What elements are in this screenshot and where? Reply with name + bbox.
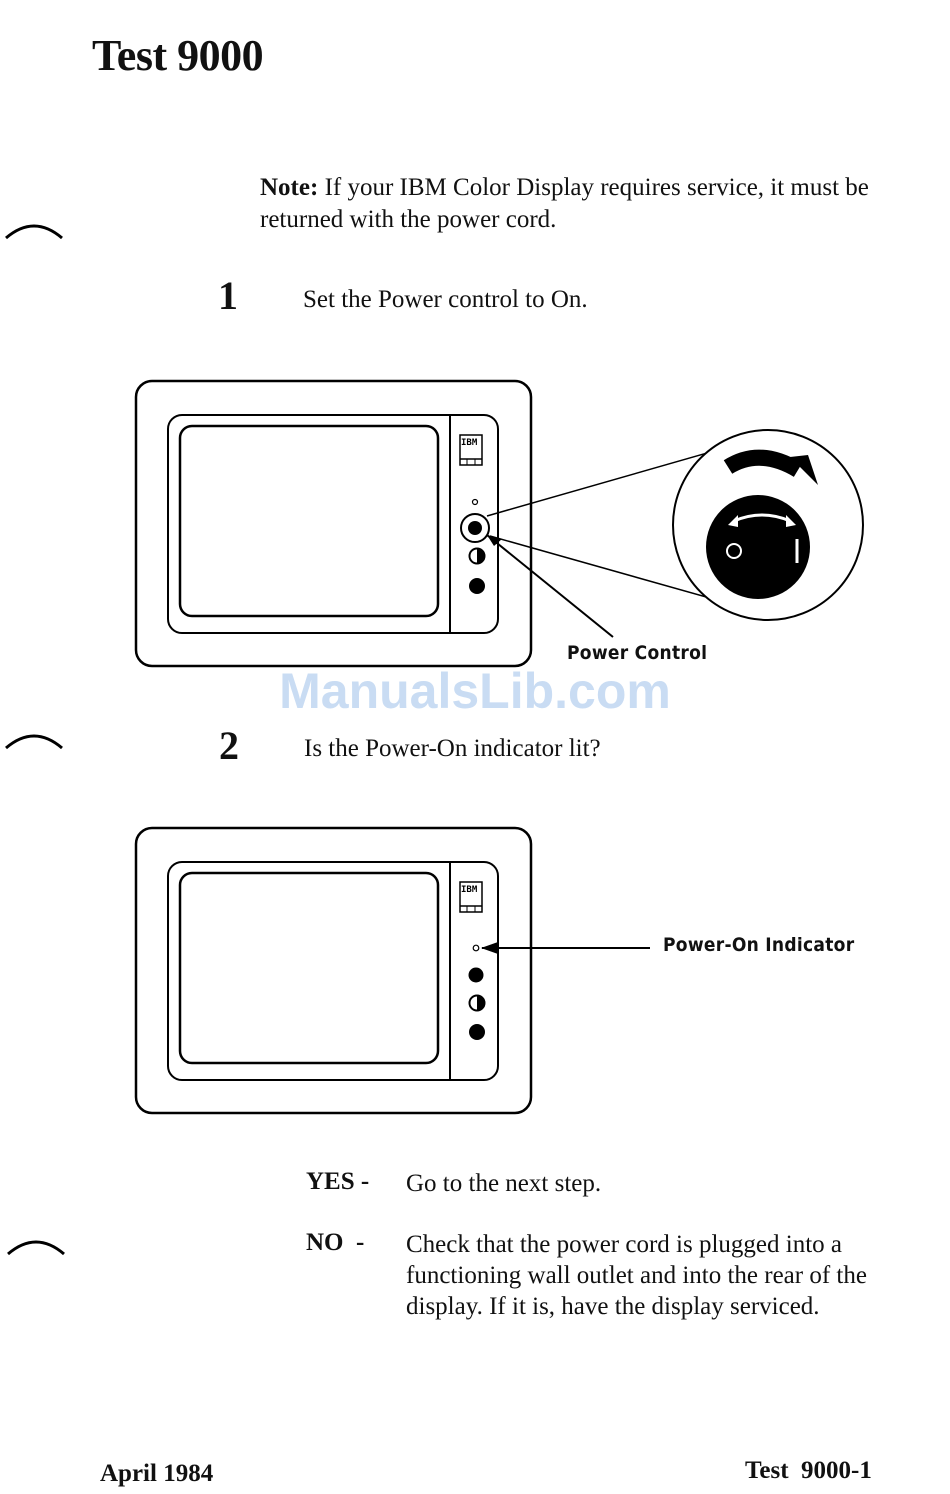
footer-date: April 1984 <box>100 1460 214 1487</box>
power-on-indicator-callout: Power-On Indicator <box>663 934 855 956</box>
page-title: Test 9000 <box>92 31 264 80</box>
note-text: If your IBM Color Display requires servi… <box>260 174 869 233</box>
display-figure-power-control: IBM <box>134 379 864 668</box>
power-on-indicator-icon <box>472 944 480 952</box>
step-2-number: 2 <box>219 723 239 768</box>
step-1-text: Set the Power control to On. <box>303 286 588 313</box>
margin-mark <box>7 1240 65 1256</box>
ibm-logo-text: IBM <box>461 885 478 895</box>
margin-mark <box>5 224 63 240</box>
power-control-callout: Power Control <box>567 642 708 664</box>
note-label: Note: <box>260 174 319 201</box>
answer-no-key: NO - <box>306 1229 365 1256</box>
footer-page-number: Test 9000-1 <box>745 1457 872 1484</box>
answer-yes-key: YES - <box>306 1168 370 1195</box>
ibm-logo-text: IBM <box>461 438 478 448</box>
power-switch-knob-icon <box>706 495 810 599</box>
display-figure-power-on-indicator: IBM <box>134 826 650 1115</box>
step-1-number: 1 <box>218 273 238 318</box>
power-knob-icon <box>468 521 482 535</box>
off-symbol-icon <box>726 543 742 559</box>
margin-mark <box>5 734 63 750</box>
answer-no-text: Check that the power cord is plugged int… <box>406 1231 867 1320</box>
ibm-logo-icon <box>459 881 483 913</box>
ibm-logo-icon <box>459 434 483 466</box>
brightness-knob-icon <box>469 578 485 594</box>
step-2-text: Is the Power-On indicator lit? <box>304 735 601 762</box>
note: Note: If your IBM Color Display requires… <box>260 172 910 236</box>
rotate-arrow-icon <box>723 449 803 477</box>
power-knob-icon <box>468 967 484 983</box>
watermark: ManualsLib.com <box>279 663 671 719</box>
power-control-ring-icon <box>460 513 490 543</box>
indicator-light-icon <box>471 498 479 506</box>
answer-yes-text: Go to the next step. <box>406 1170 602 1197</box>
brightness-knob-icon <box>469 1024 485 1040</box>
